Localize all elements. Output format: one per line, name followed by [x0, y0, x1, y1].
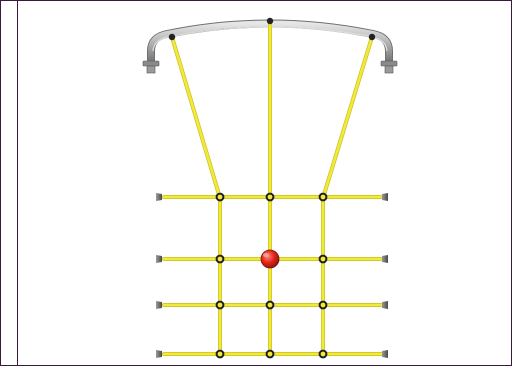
- anchor-right-row2: [382, 255, 388, 263]
- anchor-left-row2: [156, 255, 162, 263]
- arch-foot-left: [142, 60, 160, 74]
- left-border-rule: [17, 1, 18, 365]
- net-knots: [215, 192, 328, 359]
- anchor-right-row4: [382, 350, 388, 358]
- anchor-right-row3: [382, 301, 388, 309]
- arch-knots: [168, 17, 376, 41]
- anchor-right-row1: [382, 193, 388, 201]
- anchor-left-row1: [156, 193, 162, 201]
- anchor-left-row4: [156, 350, 162, 358]
- anchor-left-row3: [156, 301, 162, 309]
- arch-foot-right: [380, 60, 398, 74]
- side-anchors: [156, 193, 388, 358]
- red-connector-ball: [260, 249, 280, 269]
